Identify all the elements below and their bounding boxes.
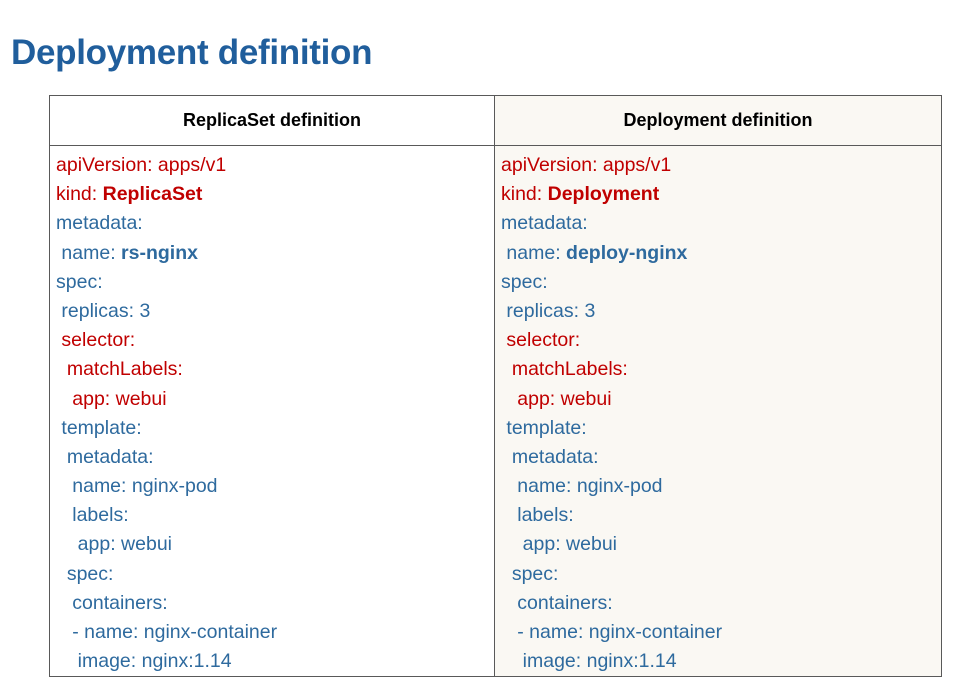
yaml-line: template: — [501, 416, 587, 439]
yaml-line: metadata: — [56, 445, 154, 468]
yaml-line: name: deploy-nginx — [501, 241, 688, 264]
yaml-block-deployment: apiVersion: apps/v1 kind: Deployment metad… — [495, 151, 941, 677]
yaml-line: containers: — [56, 591, 168, 614]
yaml-line: - name: nginx-container — [56, 621, 278, 643]
yaml-line: labels: — [501, 504, 574, 527]
yaml-line: image: nginx:1.14 — [56, 650, 232, 673]
yaml-line: containers: — [501, 591, 613, 614]
yaml-line: name: nginx-pod — [501, 475, 663, 498]
cell-replicaset-yaml: apiVersion: apps/v1 kind: ReplicaSet metad… — [49, 144, 495, 677]
cell-deployment-yaml: apiVersion: apps/v1 kind: Deployment metad… — [494, 144, 942, 677]
yaml-line: labels: — [56, 504, 129, 527]
yaml-line: selector: — [501, 329, 581, 352]
column-header-deployment: Deployment definition — [494, 95, 942, 146]
yaml-line: app: webui — [501, 533, 617, 556]
table-row: apiVersion: apps/v1 kind: ReplicaSet metad… — [49, 144, 942, 677]
yaml-value-emphasis: deploy-nginx — [566, 241, 688, 264]
yaml-line: image: nginx:1.14 — [501, 650, 677, 673]
yaml-value-emphasis: rs-nginx — [121, 241, 198, 264]
yaml-line: apiVersion: apps/v1 — [56, 154, 227, 176]
yaml-line: kind: Deployment — [501, 183, 660, 206]
yaml-line: app: webui — [56, 387, 167, 410]
yaml-line: spec: — [56, 562, 114, 585]
table-header-row: ReplicaSet definition Deployment definit… — [49, 95, 942, 146]
yaml-line: matchLabels: — [56, 358, 183, 381]
yaml-line: spec: — [56, 270, 103, 293]
yaml-line: metadata: — [501, 445, 599, 468]
yaml-comparison-table: ReplicaSet definition Deployment definit… — [49, 95, 942, 677]
page-title: Deployment definition — [11, 33, 373, 73]
yaml-line: matchLabels: — [501, 358, 628, 381]
yaml-line: kind: ReplicaSet — [56, 183, 203, 206]
yaml-value-emphasis: Deployment — [547, 183, 660, 206]
yaml-line: apiVersion: apps/v1 — [501, 154, 672, 176]
yaml-line: replicas: 3 — [56, 299, 151, 322]
yaml-line: spec: — [501, 270, 548, 293]
yaml-line: app: webui — [56, 533, 172, 556]
yaml-value-emphasis: ReplicaSet — [102, 183, 203, 206]
table-body: apiVersion: apps/v1 kind: ReplicaSet metad… — [49, 144, 942, 677]
yaml-line: replicas: 3 — [501, 299, 596, 322]
yaml-line: name: nginx-pod — [56, 475, 218, 498]
yaml-line: name: rs-nginx — [56, 241, 198, 264]
yaml-line: - name: nginx-container — [501, 621, 723, 643]
yaml-line: selector: — [56, 329, 136, 352]
yaml-line: metadata: — [501, 212, 588, 235]
yaml-block-replicaset: apiVersion: apps/v1 kind: ReplicaSet metad… — [50, 151, 494, 677]
column-header-replicaset: ReplicaSet definition — [49, 95, 495, 146]
yaml-line: spec: — [501, 562, 559, 585]
yaml-line: app: webui — [501, 387, 612, 410]
yaml-line: metadata: — [56, 212, 143, 235]
yaml-line: template: — [56, 416, 142, 439]
